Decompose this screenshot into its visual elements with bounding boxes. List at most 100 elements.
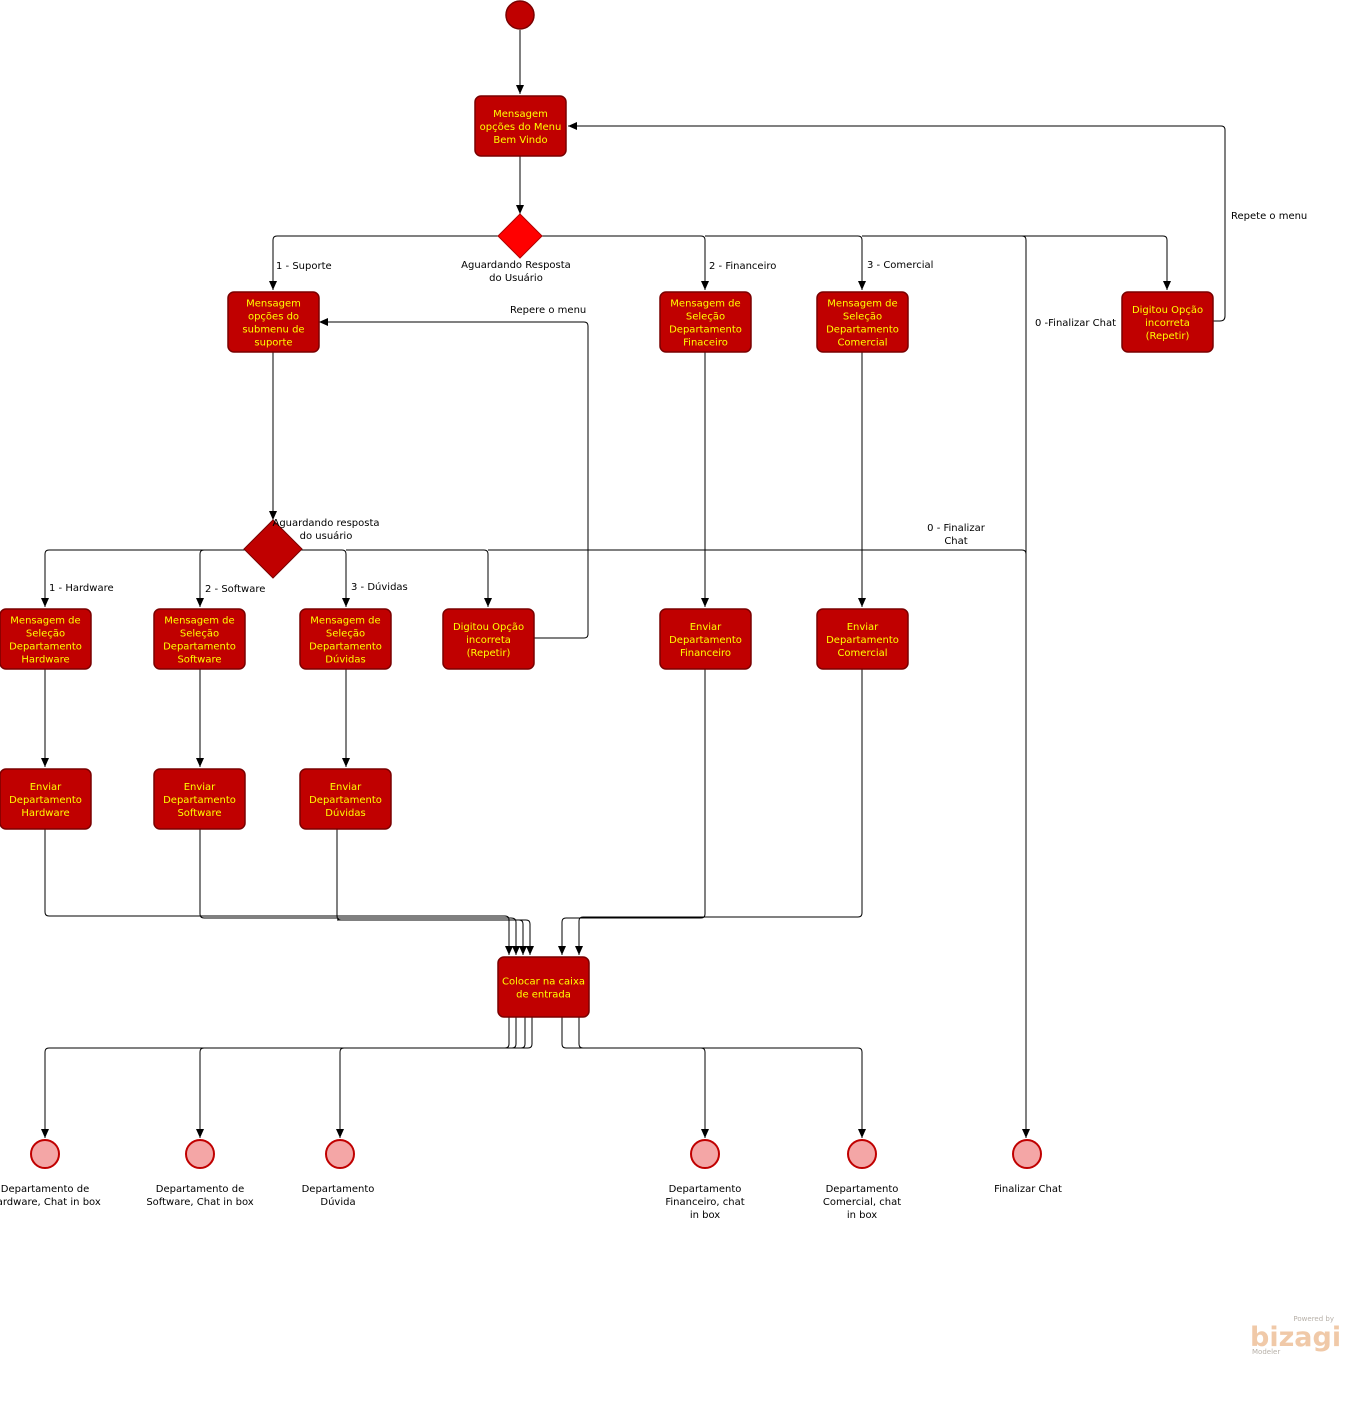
task-box	[299, 608, 392, 670]
start-event[interactable]	[505, 0, 535, 30]
edge-inbox-to-end-doubt-2	[504, 1017, 510, 1049]
task-box	[442, 608, 535, 670]
edge-inbox-to-end-software	[196, 1017, 526, 1138]
edge-label-software: 2 - Software	[205, 584, 265, 595]
edge-gw-sub-to-hardware	[41, 549, 245, 607]
edge-send-doubts-inbox-2	[337, 919, 534, 955]
edge-gw-to-commercial	[705, 235, 866, 290]
edge-label-support: 1 - Suporte	[276, 261, 332, 272]
bizagi-logo: Powered by bizagi Modeler	[1250, 1315, 1341, 1356]
task-box	[659, 291, 752, 353]
brand-powered-by: Powered by	[1293, 1315, 1334, 1323]
edge-send-software-inbox	[199, 829, 520, 955]
edge-send-doubts-inbox	[336, 829, 527, 955]
edge-gw-sub-to-wrong	[346, 549, 492, 607]
task-box	[0, 768, 92, 830]
gateway-sub[interactable]	[243, 519, 303, 579]
task-box	[497, 956, 590, 1018]
task-box	[816, 291, 909, 353]
task-box	[299, 768, 392, 830]
edge-send-hardware-inbox	[44, 829, 513, 955]
end-event-finish[interactable]	[1012, 1139, 1042, 1169]
gateway-main[interactable]	[497, 213, 543, 259]
end-event-commercial[interactable]	[847, 1139, 877, 1169]
edge-inbox-to-end-hardware	[41, 1017, 533, 1138]
task-box	[153, 608, 246, 670]
task-box	[153, 768, 246, 830]
end-event-financial[interactable]	[690, 1139, 720, 1169]
end-event-software[interactable]	[185, 1139, 215, 1169]
edge-inbox-to-end-financial	[561, 1017, 709, 1138]
edge-label-hardware: 1 - Hardware	[49, 583, 114, 594]
edge-label-finish-main: 0 -Finalizar Chat	[1035, 318, 1116, 329]
end-events	[30, 1139, 1042, 1169]
brand-name: bizagi	[1250, 1322, 1341, 1353]
end-event-hardware[interactable]	[30, 1139, 60, 1169]
connectors	[41, 30, 1226, 1138]
edge-label-repeat-main: Repete o menu	[1231, 211, 1307, 222]
edge-label-financial: 2 - Financeiro	[709, 261, 776, 272]
task-box	[474, 95, 567, 157]
task-box	[0, 608, 92, 670]
task-box	[1121, 291, 1214, 353]
edge-label-doubts: 3 - Dúvidas	[351, 581, 408, 593]
edge-gw-sub-to-doubts	[300, 549, 350, 607]
edge-label-repeat-sub: Repere o menu	[510, 305, 586, 316]
brand-product: Modeler	[1252, 1348, 1280, 1356]
edge-send-financial-inbox	[558, 669, 706, 955]
end-label-finish: Finalizar Chat	[994, 1184, 1062, 1195]
edge-inbox-to-end-doubt	[336, 1017, 517, 1138]
edge-gw-sub-to-software	[196, 549, 245, 607]
edge-wrong-sub-repeat	[319, 318, 589, 639]
edge-gw-to-finish	[1021, 235, 1030, 1138]
edge-inbox-to-end-commercial	[578, 1017, 866, 1138]
edge-label-commercial: 3 - Comercial	[867, 260, 933, 271]
task-box	[659, 608, 752, 670]
edge-gw-to-support	[269, 235, 500, 290]
end-event-doubt[interactable]	[325, 1139, 355, 1169]
edge-gw-sub-finish	[488, 549, 1027, 555]
edge-send-commercial-inbox	[575, 669, 863, 955]
task-box	[227, 291, 320, 353]
